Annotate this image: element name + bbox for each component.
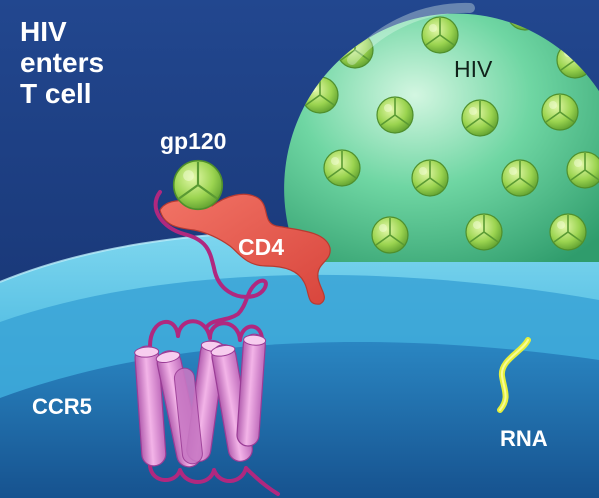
ccr5-label: CCR5 bbox=[32, 394, 92, 419]
hiv-virion bbox=[284, 2, 599, 286]
gp120-molecule bbox=[172, 159, 224, 211]
gp120-label: gp120 bbox=[160, 128, 227, 154]
cd4-receptor bbox=[159, 193, 331, 305]
diagram-title: HIV enters T cell bbox=[20, 16, 105, 109]
hiv-label: HIV bbox=[454, 56, 493, 82]
rna-strand bbox=[497, 337, 531, 413]
cd4-label: CD4 bbox=[238, 234, 285, 260]
rna-label: RNA bbox=[500, 426, 548, 451]
ccr5-coreceptor bbox=[134, 190, 280, 496]
